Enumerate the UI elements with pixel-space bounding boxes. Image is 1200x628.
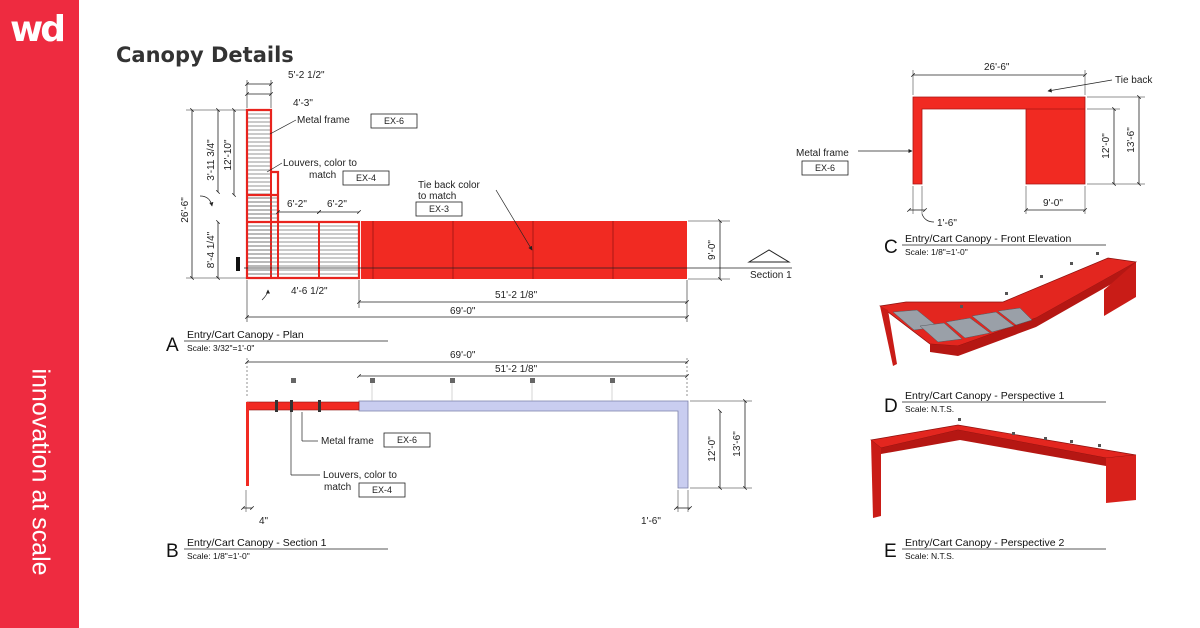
persp2-right-post: [1106, 455, 1136, 503]
view-d-letter: D: [884, 396, 898, 417]
elevation-canopy-body: [912, 96, 1086, 185]
elevation-view: 26'-6" Tie back 12'-0" 13'-6" 9'-0" 1'-6…: [796, 62, 1153, 258]
section-marker-triangle: [747, 249, 791, 263]
plan-tie-back-tag: EX-3: [429, 204, 449, 214]
view-b-scale: Scale: 1/8"=1'-0": [187, 551, 250, 561]
section-tie-anchor-5: [610, 378, 615, 383]
plan-louver-step: [247, 195, 278, 222]
view-e-scale: Scale: N.T.S.: [905, 551, 954, 561]
view-b-title: Entry/Cart Canopy - Section 1: [187, 537, 327, 549]
plan-dim-top-outer: 5'-2 1/2": [288, 70, 325, 81]
elevation-dim-top: 26'-6": [984, 62, 1010, 73]
plan-metal-frame-outline: [245, 108, 361, 280]
section-dim-total: 69'-0": [450, 350, 476, 361]
view-e-title: Entry/Cart Canopy - Perspective 2: [905, 537, 1064, 549]
view-d-title: Entry/Cart Canopy - Perspective 1: [905, 390, 1064, 402]
plan-view: Section 1 5'-2 1/2" 4'-3" 26'-6" 3'-11 3…: [166, 70, 792, 356]
plan-post-mark: [236, 257, 240, 271]
plan-dim-bottom-small: 4'-6 1/2": [291, 286, 328, 297]
brand-sidebar: wd innovation at scale: [0, 0, 79, 628]
plan-tie-back-label-line2: to match: [418, 191, 456, 202]
elevation-metal-frame-tag: EX-6: [815, 163, 835, 173]
section-dim-long: 51'-2 1/8": [495, 364, 538, 375]
view-e-letter: E: [884, 541, 897, 562]
persp2-roof-underside: [881, 430, 1106, 466]
plan-dim-bay-2: 6'-2": [327, 199, 347, 210]
section-left-post: [246, 402, 249, 486]
elevation-dim-inner-height: 12'-0": [1101, 133, 1112, 159]
plan-tie-back-label-line1: Tie back color: [418, 180, 481, 191]
section-metal-frame-beam: [246, 401, 360, 411]
section-metal-frame-label: Metal frame: [321, 436, 374, 447]
plan-louver-bottom: [247, 222, 359, 278]
elevation-dim-outer-height: 13'-6": [1126, 127, 1137, 153]
section-view: 69'-0" 51'-2 1/8" 12'-0" 13'-6" 4" 1'-6"…: [166, 350, 752, 562]
elevation-tie-back-label: Tie back: [1115, 75, 1153, 86]
plan-dim-left-outer: 26'-6": [180, 197, 191, 223]
plan-dim-left-lower: 8'-4 1/4": [206, 231, 217, 268]
plan-louvers-tag: EX-4: [356, 173, 376, 183]
plan-tie-back-roof: [361, 221, 687, 279]
view-d-scale: Scale: N.T.S.: [905, 404, 954, 414]
plan-dim-bottom-total: 69'-0": [450, 306, 476, 317]
view-a-letter: A: [166, 335, 179, 356]
elevation-dim-right-width: 9'-0": [1043, 198, 1063, 209]
plan-dim-left-inner: 12'-10": [223, 139, 234, 170]
view-b-letter: B: [166, 541, 179, 562]
view-a-title: Entry/Cart Canopy - Plan: [187, 329, 304, 341]
persp1-louver-panel-4: [971, 311, 1015, 333]
section-tie-anchor-1: [291, 378, 296, 383]
persp1-louver-panel-3: [945, 317, 991, 339]
section-marker-label: Section 1: [750, 270, 792, 281]
plan-dim-left-upper: 3'-11 3/4": [206, 139, 217, 181]
section-tie-anchor-2: [370, 378, 375, 383]
persp1-right-post: [1104, 262, 1136, 316]
persp1-louver-panel-2: [919, 322, 963, 343]
section-tie-anchor-3: [450, 378, 455, 383]
section-tie-back-body: [358, 400, 689, 489]
section-louvers-label-line2: match: [324, 482, 351, 493]
perspective-1-view: D Entry/Cart Canopy - Perspective 1 Scal…: [879, 252, 1138, 417]
plan-metal-frame-tag: EX-6: [384, 116, 404, 126]
section-metal-frame-tag: EX-6: [397, 435, 417, 445]
wd-logo: wd: [10, 9, 66, 50]
persp1-left-post: [880, 306, 897, 366]
persp2-left-post: [871, 440, 881, 518]
plan-dim-right-height: 9'-0": [707, 240, 718, 260]
section-louvers-label-line1: Louvers, color to: [323, 470, 397, 481]
plan-dim-bay-1: 6'-2": [287, 199, 307, 210]
persp1-roof-fascia: [930, 262, 1136, 356]
section-dim-outer-height: 13'-6": [732, 431, 743, 457]
persp1-louver-panel-5: [997, 307, 1033, 326]
plan-metal-frame-label: Metal frame: [297, 115, 350, 126]
view-a-scale: Scale: 3/32"=1'-0": [187, 343, 254, 353]
view-c-letter: C: [884, 237, 898, 258]
section-dim-inner-height: 12'-0": [707, 436, 718, 462]
elevation-dim-left-post: 1'-6": [937, 218, 957, 229]
section-dim-right-post: 1'-6": [641, 516, 661, 527]
plan-louvers-label-line2: match: [309, 170, 336, 181]
section-tie-anchor-4: [530, 378, 535, 383]
elevation-metal-frame-label: Metal frame: [796, 148, 849, 159]
plan-dim-bottom-long: 51'-2 1/8": [495, 290, 538, 301]
view-c-scale: Scale: 1/8"=1'-0": [905, 247, 968, 257]
plan-dim-top-inner: 4'-3": [293, 98, 313, 109]
section-dim-left-post: 4": [259, 516, 269, 527]
section-louvers-tag: EX-4: [372, 485, 392, 495]
view-c-title: Entry/Cart Canopy - Front Elevation: [905, 233, 1071, 245]
page-title: Canopy Details: [116, 43, 294, 67]
perspective-2-view: E Entry/Cart Canopy - Perspective 2 Scal…: [870, 418, 1137, 562]
plan-louvers-label-line1: Louvers, color to: [283, 158, 357, 169]
